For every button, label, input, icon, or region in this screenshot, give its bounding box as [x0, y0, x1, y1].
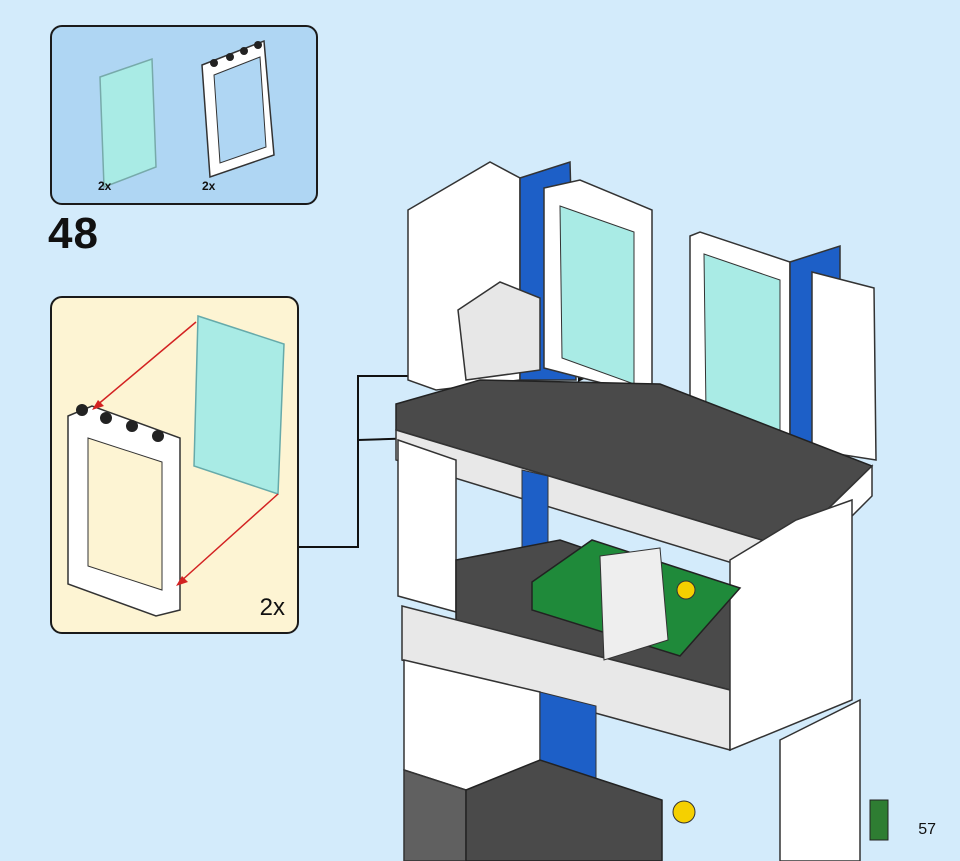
glass-pane-part	[99, 57, 157, 189]
lower-floor	[403, 659, 889, 861]
window-frame-qty: 2x	[202, 179, 216, 193]
callout-connector	[299, 370, 740, 548]
step-number: 48	[48, 209, 99, 258]
upper-window-left	[543, 179, 653, 397]
insert-arrows	[92, 321, 279, 586]
submodel-qty: 2x	[259, 594, 285, 621]
window-frame-part	[201, 39, 275, 179]
top-left-pillar	[407, 160, 577, 391]
glass-pane-qty: 2x	[98, 179, 112, 193]
submodel-frame	[67, 404, 181, 617]
grey-cabinet	[457, 281, 541, 381]
parts-list-box: 2x 2x	[50, 25, 318, 205]
ping-pong-table	[531, 539, 742, 661]
submodel-illustration	[67, 314, 285, 617]
page-number: 57	[918, 821, 936, 838]
upper-window-right	[689, 231, 877, 461]
middle-floor	[397, 438, 853, 752]
submodel-box: 2x	[50, 296, 299, 634]
parts-illustration	[99, 39, 275, 189]
floor-plate-upper	[395, 379, 874, 582]
submodel-glass	[193, 314, 285, 496]
